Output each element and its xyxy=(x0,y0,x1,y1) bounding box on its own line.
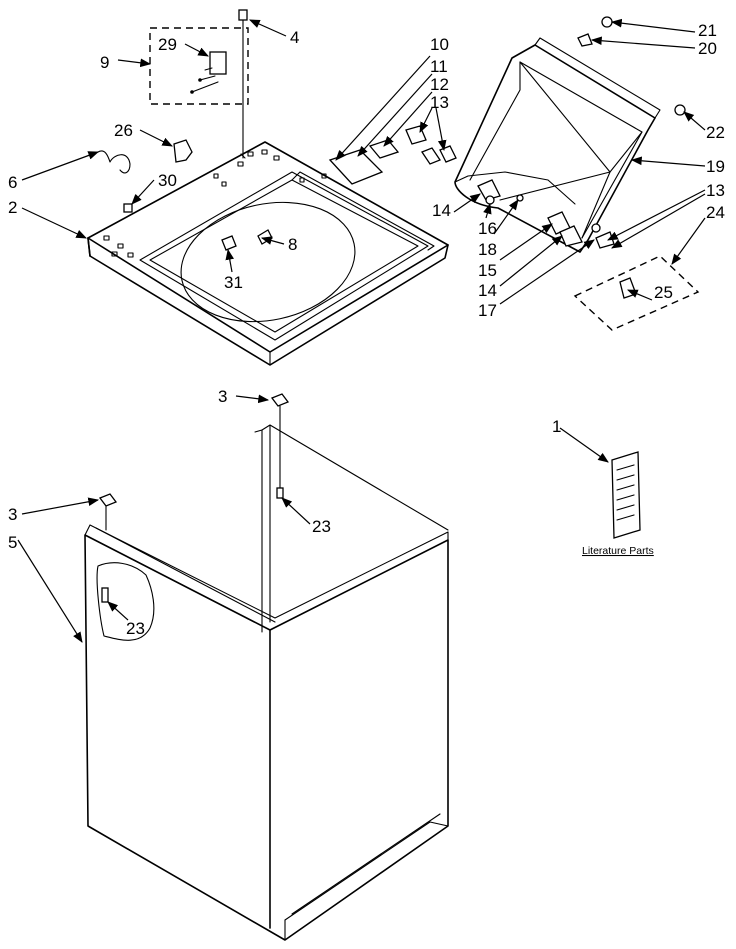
callout-2: 2 xyxy=(8,198,17,217)
callout-22: 22 xyxy=(706,123,725,142)
callout-29: 29 xyxy=(158,35,177,54)
part-31-screw xyxy=(221,235,237,251)
part-4-screw xyxy=(238,9,248,159)
part-22-bumper xyxy=(674,104,686,116)
cabinet xyxy=(84,424,449,941)
callout-14-upper: 14 xyxy=(432,201,451,220)
part-30-nut xyxy=(123,203,133,213)
part-24-hinge-kit xyxy=(573,255,700,331)
callout-1: 1 xyxy=(552,417,561,436)
top-panel xyxy=(87,141,449,366)
callout-24: 24 xyxy=(706,203,725,222)
callout-4: 4 xyxy=(290,28,299,47)
part-23-screw-front xyxy=(101,587,109,603)
callout-20: 20 xyxy=(698,39,717,58)
callout-14-lower: 14 xyxy=(478,281,497,300)
callout-23-rear: 23 xyxy=(312,517,331,536)
callout-18: 18 xyxy=(478,240,497,259)
part-25-screw xyxy=(619,277,637,299)
callout-13-right: 13 xyxy=(706,181,725,200)
callout-3-rear: 3 xyxy=(218,387,227,406)
callout-6: 6 xyxy=(8,173,17,192)
callout-11: 11 xyxy=(430,57,448,76)
callout-15: 15 xyxy=(478,261,497,280)
part-23-screw-rear xyxy=(276,487,284,499)
literature-parts-caption: Literature Parts xyxy=(582,545,654,557)
callout-30: 30 xyxy=(158,171,177,190)
callout-19: 19 xyxy=(706,157,725,176)
callout-numbers: 4 9 29 26 6 30 2 8 31 10 11 12 13 21 20 … xyxy=(8,21,725,638)
part-10-hinge-bracket xyxy=(328,125,457,185)
part-21-cap xyxy=(601,16,613,28)
lid-hinge-hardware xyxy=(477,179,615,249)
callout-23-front: 23 xyxy=(126,619,145,638)
callout-25: 25 xyxy=(654,283,673,302)
callout-3-front: 3 xyxy=(8,505,17,524)
part-20-bumper xyxy=(577,33,593,47)
callout-17: 17 xyxy=(478,301,497,320)
part-3-glide-rear xyxy=(270,393,290,407)
callout-5: 5 xyxy=(8,533,17,552)
callout-9: 9 xyxy=(100,53,109,72)
callout-26: 26 xyxy=(114,121,133,140)
callout-21: 21 xyxy=(698,21,717,40)
part-9-switch-box xyxy=(149,27,249,105)
callout-12: 12 xyxy=(430,75,449,94)
part-26-clip xyxy=(173,139,193,163)
callout-13-top: 13 xyxy=(430,93,449,112)
callout-8: 8 xyxy=(288,235,297,254)
part-3-glide-front xyxy=(98,493,118,507)
part-6-hose xyxy=(97,150,131,174)
callout-10: 10 xyxy=(430,35,449,54)
part-1-literature xyxy=(611,451,641,539)
part-8-screw xyxy=(257,229,273,245)
leader-lines xyxy=(17,18,706,643)
callout-31: 31 xyxy=(224,273,243,292)
callout-16: 16 xyxy=(478,219,497,238)
